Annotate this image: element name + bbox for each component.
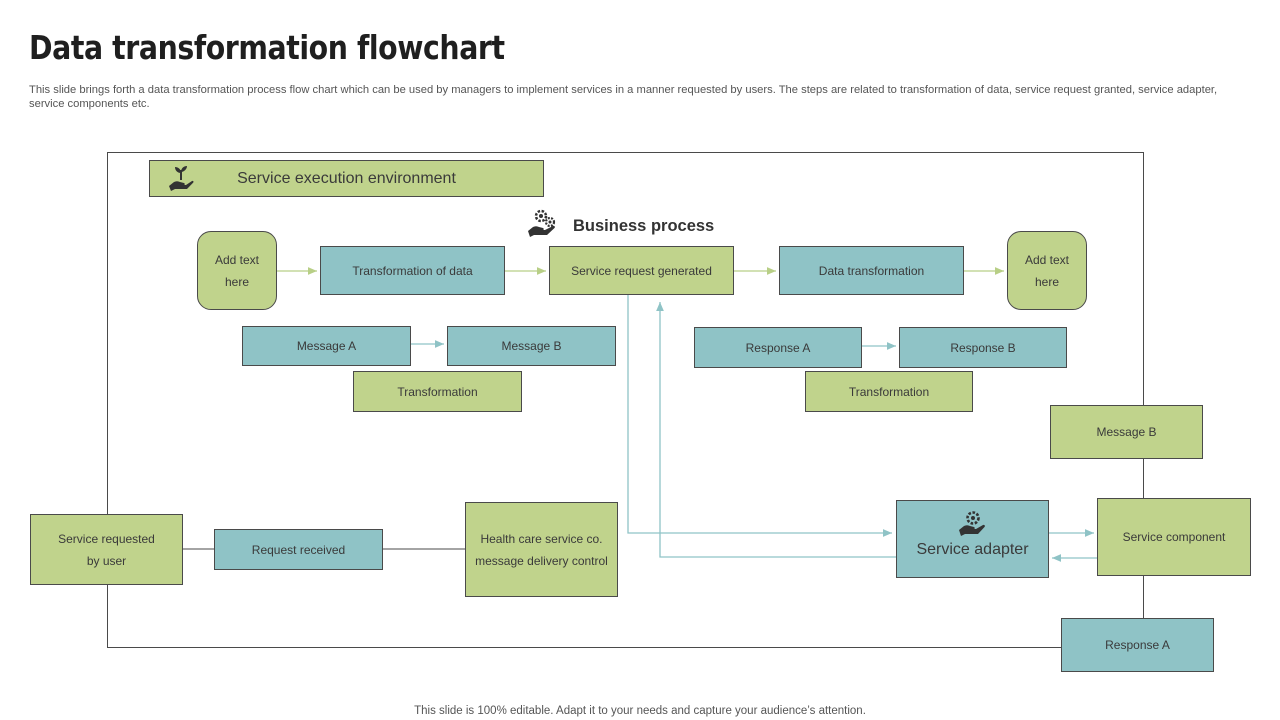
service-request-generated-box: Service request generated (549, 246, 734, 295)
message-b-right-box: Message B (1050, 405, 1203, 459)
arrow-adapter-to-request (656, 302, 896, 558)
hand-plant-icon (166, 164, 196, 201)
service-execution-environment: Service execution environment (149, 160, 544, 197)
request-received-box: Request received (214, 529, 383, 570)
transformation-right-box: Transformation (805, 371, 973, 412)
outer-frame (107, 152, 1144, 648)
service-execution-environment-label: Service execution environment (237, 169, 456, 187)
transformation-left-box: Transformation (353, 371, 522, 412)
service-requested-line1: Service requested (58, 531, 155, 546)
data-transformation-box: Data transformation (779, 246, 964, 295)
response-b-box: Response B (899, 327, 1067, 368)
placeholder-right-line2: here (1034, 274, 1060, 289)
service-requested-line2: by user (86, 553, 127, 568)
placeholder-right: Add text here (1007, 231, 1087, 310)
service-component-box: Service component (1097, 498, 1251, 576)
response-a-right-box: Response A (1061, 618, 1214, 672)
service-adapter-box: Service adapter (896, 500, 1049, 578)
placeholder-left-line2: here (224, 274, 250, 289)
business-process-title: Business process (573, 217, 715, 235)
health-care-service-box: Health care service co. message delivery… (465, 502, 618, 597)
service-adapter-label: Service adapter (916, 541, 1029, 558)
arrow-request-to-adapter (627, 295, 892, 537)
health-care-line1: Health care service co. (480, 531, 603, 546)
footer-note: This slide is 100% editable. Adapt it to… (414, 705, 866, 717)
placeholder-right-line1: Add text (1024, 252, 1070, 267)
message-a-box: Message A (242, 326, 411, 366)
page-title: Data transformation flowchart (29, 28, 505, 67)
placeholder-left-line1: Add text (214, 252, 260, 267)
response-a-box: Response A (694, 327, 862, 368)
service-requested-by-user-box: Service requested by user (30, 514, 183, 585)
hand-gear-icon (957, 510, 989, 545)
hand-gears-icon (526, 208, 562, 245)
transformation-of-data-box: Transformation of data (320, 246, 505, 295)
placeholder-left: Add text here (197, 231, 277, 310)
health-care-line2: message delivery control (475, 553, 608, 568)
page-subtitle: This slide brings forth a data transform… (29, 84, 1218, 110)
message-b-box: Message B (447, 326, 616, 366)
